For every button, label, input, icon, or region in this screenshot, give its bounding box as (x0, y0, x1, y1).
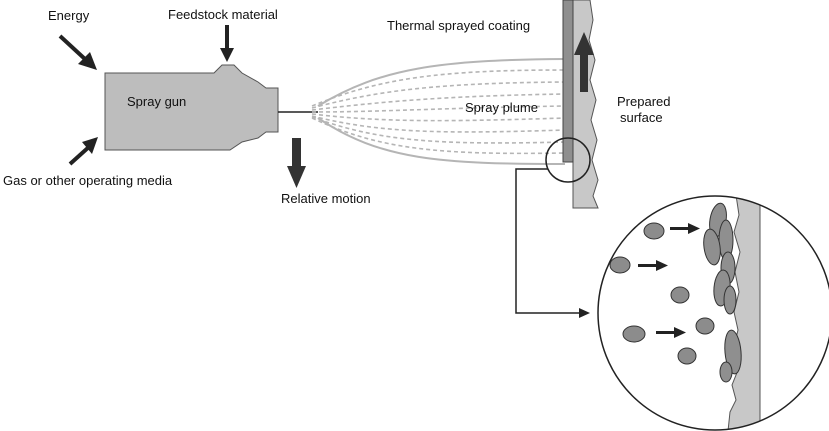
substrate (572, 0, 599, 209)
coating-growth-arrow-icon (574, 32, 594, 92)
deposited-splats (703, 202, 742, 383)
spray-plume-label: Spray plume (465, 100, 538, 115)
spray-gun-body (104, 64, 279, 151)
coating-label: Thermal sprayed coating (387, 18, 530, 33)
relative-motion-label: Relative motion (281, 191, 371, 206)
incoming-particles (609, 222, 715, 365)
spray-plume (311, 58, 566, 165)
prepared-surface-label-line1: Prepared (617, 94, 670, 109)
particle-motion-arrows-icon (638, 223, 700, 338)
zoom-connector (515, 168, 590, 318)
prepared-surface-label-line2: surface (620, 110, 663, 125)
feedstock-label: Feedstock material (168, 7, 278, 22)
gas-arrow-icon (68, 137, 98, 166)
coating-layer (562, 0, 574, 163)
spray-gun-label: Spray gun (127, 94, 186, 109)
energy-label: Energy (48, 8, 90, 23)
feedstock-arrow-icon (220, 25, 234, 62)
zoom-detail (597, 195, 829, 431)
gas-label: Gas or other operating media (3, 173, 173, 188)
relative-motion-arrow-icon (287, 138, 306, 188)
magnifier-circle (545, 137, 591, 183)
energy-arrow-icon (58, 34, 97, 70)
